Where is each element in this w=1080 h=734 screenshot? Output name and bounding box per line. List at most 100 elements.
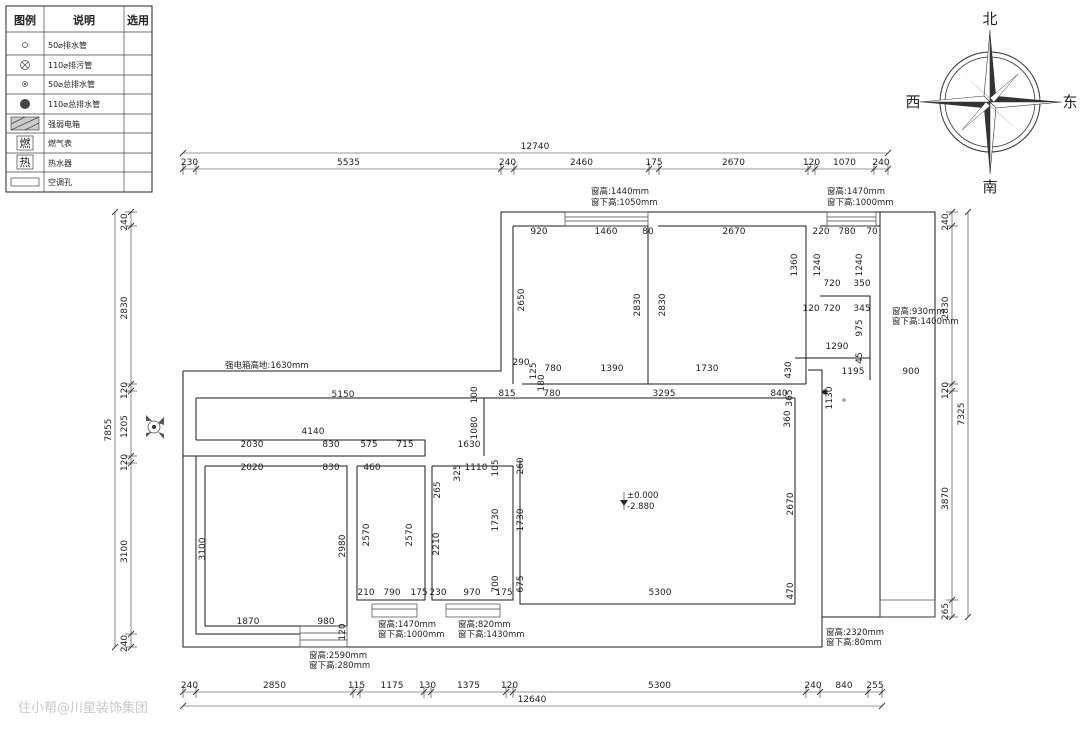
drain-pipe-icon <box>822 389 828 395</box>
dimension-label: 1730 <box>516 508 526 531</box>
legend-item-label: 50⌀排水管 <box>48 40 87 50</box>
dimension-label: 1195 <box>842 367 865 377</box>
dimension-label: 5535 <box>337 158 360 168</box>
window-note: 窗高:1470mm <box>378 619 436 630</box>
dimension-label: 120 <box>941 382 951 399</box>
dimension-label: 2830 <box>633 293 643 316</box>
dimension-label: 1070 <box>833 158 856 168</box>
dimension-label: 210 <box>357 588 374 598</box>
dimension-label: 1205 <box>120 415 130 438</box>
window-note: 窗下高:1000mm <box>827 197 894 208</box>
dimension-label: 2570 <box>405 523 415 546</box>
dimension-label: 1240 <box>855 253 865 276</box>
dimension-label: 130 <box>419 681 436 691</box>
dimension-label: 120 <box>338 623 348 640</box>
dimension-label: 115 <box>348 681 365 691</box>
watermark: 住小帮@川星装饰集团 <box>18 700 148 716</box>
dimension-tick <box>884 149 892 157</box>
legend-item-label: 燃气表 <box>48 138 72 148</box>
dimension-label: 830 <box>322 463 339 473</box>
dimension-label: 240 <box>499 158 516 168</box>
dimension-label: 1870 <box>237 617 260 627</box>
dimension-label: 2020 <box>241 463 264 473</box>
dimension-label: 120 <box>120 382 130 399</box>
gas-meter-char: 燃 <box>20 136 31 150</box>
dimension-label: 2670 <box>723 227 746 237</box>
window-note: 窗下高:80mm <box>826 637 882 648</box>
compass-south-label: 南 <box>982 178 997 196</box>
dimension-label: 255 <box>866 681 883 691</box>
dimension-label: 1110 <box>465 463 488 473</box>
dimension-label: 120 <box>802 304 819 314</box>
dimension-label: 105 <box>491 459 501 476</box>
dimension-label: 1390 <box>601 364 624 374</box>
dimension-label: 365 <box>785 389 795 406</box>
dimension-label: 125 <box>529 362 539 379</box>
legend-header-selection: 选用 <box>127 13 149 27</box>
outer-walls: ±0.000 -2.880 <box>146 211 936 648</box>
window-note: 窗高:820mm <box>458 619 511 630</box>
dimension-label: 720 <box>823 304 840 314</box>
dimension-label: 430 <box>784 361 794 378</box>
dimension-label: 2650 <box>517 288 527 311</box>
dimension-label: 2830 <box>120 296 130 319</box>
dimension-label: 5150 <box>332 390 355 400</box>
dimension-label: 120 <box>803 158 820 168</box>
dimension-label: 460 <box>363 463 380 473</box>
dimension-label: 2850 <box>263 681 286 691</box>
dimension-label: 2670 <box>722 158 745 168</box>
dimension-label: 360 <box>783 410 793 427</box>
dimension-label: 120 <box>501 681 518 691</box>
dimension-label: 790 <box>383 588 400 598</box>
dimension-tick <box>878 702 886 710</box>
dimension-label: 1360 <box>790 253 800 276</box>
dimension-label: 290 <box>512 358 529 368</box>
dimension-label: 2570 <box>362 523 372 546</box>
window-note: 窗下高:1400mm <box>892 316 959 327</box>
dimension-label: 700 <box>491 575 501 592</box>
legend-item-label: 110⌀总排水管 <box>48 99 100 109</box>
window-note: 窗下高:1050mm <box>591 197 658 208</box>
dimension-label: 900 <box>902 367 919 377</box>
dimension-label: 2030 <box>241 440 264 450</box>
legend-item-label: 空调孔 <box>48 177 72 187</box>
dimension-label: 2980 <box>338 534 348 557</box>
dimension-label: 1730 <box>696 364 719 374</box>
main-drain-pipe-110-icon <box>20 99 30 109</box>
dimension-label: 1460 <box>595 227 618 237</box>
dimension-label: 815 <box>498 389 515 399</box>
dimension-label: 840 <box>835 681 852 691</box>
dimension-tick <box>964 208 972 216</box>
window-note: 窗下高:1000mm <box>378 629 445 640</box>
dimension-label: 715 <box>396 440 413 450</box>
dimension-label: 1175 <box>381 681 404 691</box>
electrical-box-note: 强电箱高地:1630mm <box>225 360 309 371</box>
level-upper: ±0.000 <box>627 491 658 501</box>
dimension-label: 2460 <box>570 158 593 168</box>
compass-west-label: 西 <box>905 93 920 111</box>
dimension-label: 240 <box>120 635 130 652</box>
dimension-tick <box>111 643 119 651</box>
sewage-pipe-110-icon <box>20 60 30 70</box>
outdoor-unit-icon <box>146 415 164 439</box>
dimension-label: 240 <box>872 158 889 168</box>
dimension-tick <box>179 702 187 710</box>
dimension-tick <box>111 208 119 216</box>
dimension-tick <box>964 613 972 621</box>
dimension-label: 230 <box>429 588 446 598</box>
dimension-label: 2210 <box>432 532 442 555</box>
dimension-label: 265 <box>941 603 951 620</box>
dimension-label: 240 <box>804 681 821 691</box>
level-lower: -2.880 <box>627 502 654 512</box>
dimension-label: 325 <box>453 464 463 481</box>
dimension-label: 45 <box>855 352 865 363</box>
dimension-label: 80 <box>642 227 654 237</box>
dimension-label: 1130 <box>825 386 835 409</box>
dimension-label: 5300 <box>649 588 672 598</box>
dimension-label: 70 <box>866 227 878 237</box>
gas-meter-icon <box>16 135 34 151</box>
dimension-label: 3295 <box>653 389 676 399</box>
drain-pipe-50-icon <box>22 42 28 48</box>
